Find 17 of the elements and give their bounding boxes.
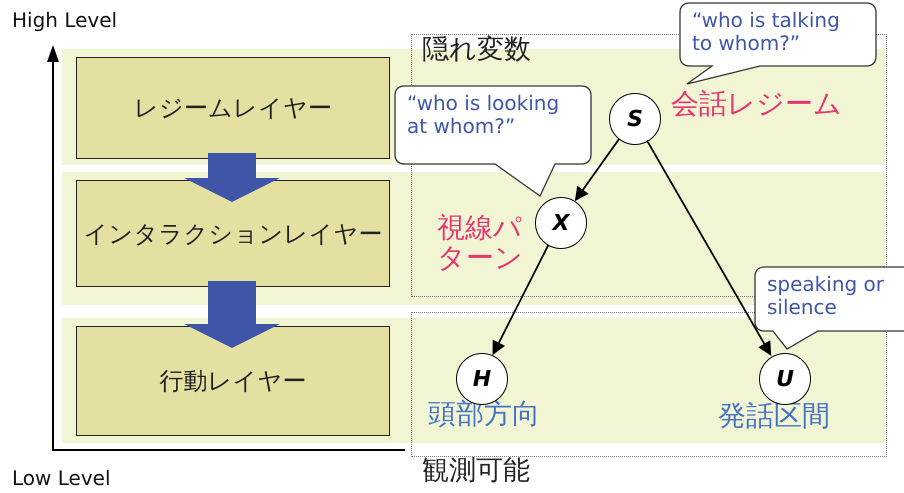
speech-bubble-tooltip: “who is looking at whom?” [395, 86, 591, 196]
arrow [646, 140, 772, 356]
arrow [574, 138, 620, 202]
block-arrow [184, 153, 280, 202]
group-heading: 観測可能 [422, 454, 530, 488]
variable-caption: 会話レジーム [671, 89, 843, 119]
arrow [492, 244, 550, 356]
speech-bubble-tooltip: speaking or silence [755, 267, 904, 349]
layer-box: 行動レイヤー [76, 326, 390, 436]
variable-caption: 視線パターン [437, 213, 524, 273]
group-heading: 隠れ変数 [422, 33, 531, 67]
layer-box: レジームレイヤー [76, 57, 390, 159]
speech-bubble-tooltip: “who is talking to whom?” [680, 3, 876, 84]
layer-box: インタラクションレイヤー [76, 180, 390, 287]
axis-label: Low Level [12, 466, 111, 490]
block-arrow [184, 281, 280, 348]
axis-label: High Level [12, 8, 118, 32]
